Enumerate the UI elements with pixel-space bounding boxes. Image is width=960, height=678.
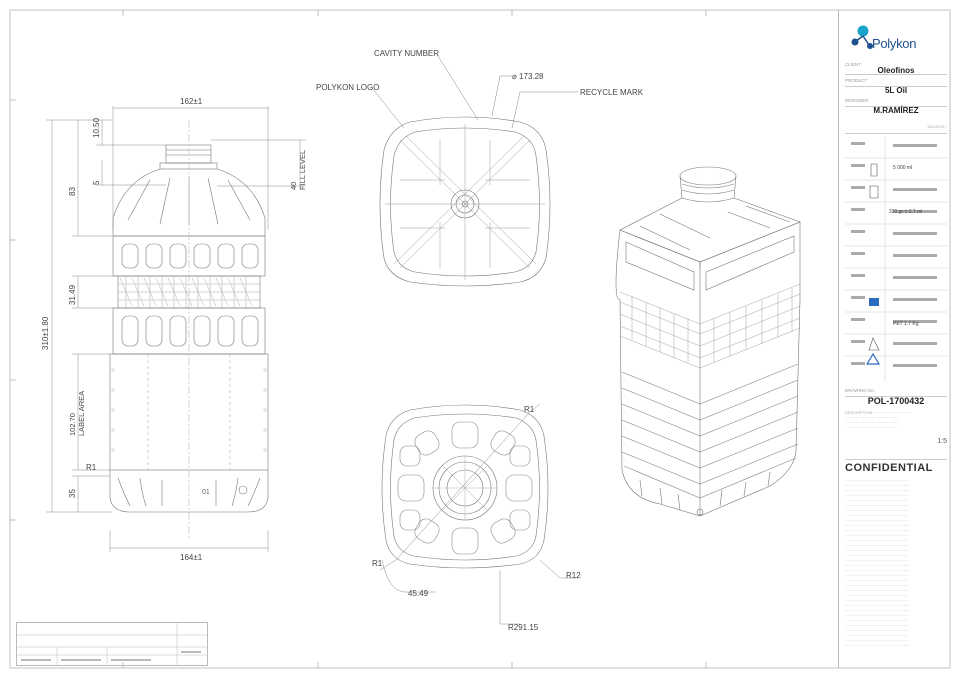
polykon-logo-icon <box>851 25 873 49</box>
capacity-value: 5 000 ml <box>893 165 913 171</box>
material-value: PET 1.7 Kg <box>893 321 919 327</box>
spec-icons <box>845 136 947 381</box>
polykon-brand-name: Polykon <box>872 36 917 51</box>
sheet-border <box>9 9 951 669</box>
isometric-view <box>615 166 801 517</box>
callout-r1: R1 <box>524 405 535 414</box>
iso-grip-band <box>619 283 801 369</box>
dim-base-h: 35 <box>68 489 77 498</box>
title-block: CLIENT Oleofinos PRODUCT 5L Oil DESIGNER… <box>838 10 951 668</box>
bottom-ribs <box>397 421 533 555</box>
confidential-stamp: CONFIDENTIAL <box>845 462 933 474</box>
polykon-logo: Polykon <box>848 22 946 56</box>
designer-name: M.RAMÍREZ <box>873 106 919 115</box>
dim-shoulder: 83 <box>68 187 77 196</box>
dim-label-area: 102.70LABEL AREA <box>68 391 86 436</box>
dim-neck-h: 10.50 <box>92 117 101 138</box>
front-dimension-lines <box>46 106 306 552</box>
top-view-leaders <box>371 55 578 129</box>
callout-bottom-diameter: R291.15 <box>508 623 539 632</box>
dim-r1-side: R1 <box>86 463 97 472</box>
drawing-number: POL-1700432 <box>867 396 925 406</box>
lower-panels <box>121 315 259 347</box>
callout-r12: R12 <box>566 571 581 580</box>
callout-polykon-logo: POLYKON LOGO <box>316 83 379 92</box>
spec-table: 5 000 ml 320 gr ± 0.7 ml PET 1.7 Kg <box>845 136 947 381</box>
svg-text:01: 01 <box>202 489 210 496</box>
callout-angle: 45.49 <box>408 589 429 598</box>
iso-ribs <box>621 363 799 499</box>
scale-value: 1:5 <box>937 438 947 445</box>
front-elevation-view: 01 <box>109 120 269 540</box>
weight-value: 320 gr ± 0.7 ml <box>889 209 923 215</box>
upper-panels <box>121 243 259 269</box>
callout-top-diameter: ⌀ 173.28 <box>512 72 544 81</box>
dim-top-width: 162±1 <box>180 97 203 106</box>
dim-five: 5 <box>92 180 101 185</box>
top-view <box>379 116 551 287</box>
client-name: Oleofinos <box>877 66 915 75</box>
dim-grip: 31.49 <box>68 284 77 305</box>
dim-fill-level: 40FILL LEVEL <box>289 150 307 190</box>
product-name: 5L Oil <box>884 86 908 95</box>
callout-recycle-mark: RECYCLE MARK <box>580 88 644 97</box>
border-ticks <box>10 10 707 668</box>
callout-cavity-number: CAVITY NUMBER <box>374 49 439 58</box>
revision-table <box>16 622 208 666</box>
dim-total-height: 310±1.80 <box>41 316 50 350</box>
callout-r1-b: R1 <box>372 559 383 568</box>
bottom-view <box>381 404 549 569</box>
date-value: 10/10/2017 <box>926 124 947 129</box>
dim-bottom-width: 164±1 <box>180 553 203 562</box>
bottom-view-dimension-lines <box>379 403 578 625</box>
